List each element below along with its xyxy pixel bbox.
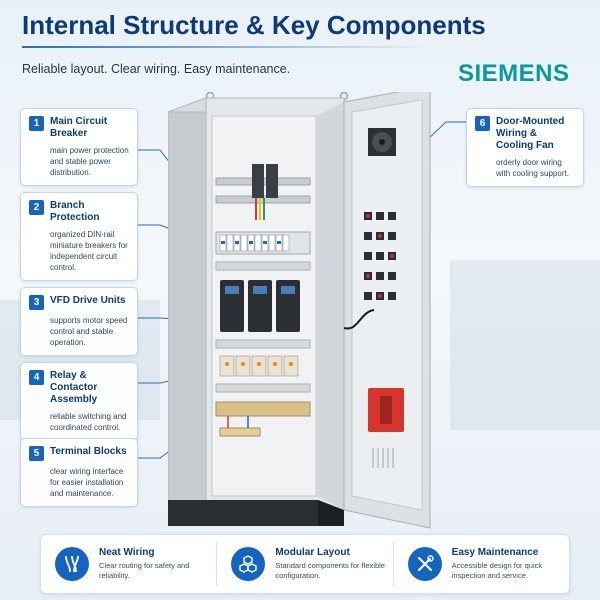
callout-door-wiring-fan: 6 Door-Mounted Wiring & Cooling Fan order… — [466, 108, 584, 187]
callout-title: Relay & Contactor Assembly — [50, 370, 98, 405]
callout-vfd-drive-units: 3 VFD Drive Units supports motor speed co… — [20, 287, 138, 356]
callout-number: 3 — [29, 295, 44, 310]
callout-description: orderly door wiring with cooling support… — [496, 158, 569, 178]
callout-description: supports motor speed control and stable … — [50, 316, 128, 347]
callout-description: organized DIN-rail miniature breakers fo… — [50, 230, 128, 272]
callout-number: 4 — [29, 370, 44, 385]
cabinet-illustration — [167, 85, 440, 532]
feature-easy-maintenance: Easy Maintenance Accessible design for q… — [392, 542, 569, 586]
cabinet-svg — [167, 85, 431, 529]
feature-modular-layout: Modular Layout Standard components for f… — [216, 542, 392, 586]
feature-description: Standard components for flexible configu… — [275, 561, 385, 580]
callout-number: 5 — [29, 446, 44, 461]
callout-terminal-blocks: 5 Terminal Blocks clear wiring interface … — [20, 438, 138, 507]
feature-title: Easy Maintenance — [451, 547, 539, 558]
callout-title: Terminal Blocks — [50, 446, 127, 457]
page-title: Internal Structure & Key Components — [22, 10, 486, 40]
page-subtitle: Reliable layout. Clear wiring. Easy main… — [22, 62, 291, 76]
callout-description: main power protection and stable power d… — [50, 146, 129, 177]
callout-main-circuit-breaker: 1 Main Circuit Breaker main power protect… — [20, 108, 138, 186]
callout-description: reliable switching and coordinated contr… — [50, 412, 127, 432]
callout-relay-contactor: 4 Relay & Contactor Assembly reliable swi… — [20, 362, 138, 441]
callout-description: clear wiring interface for easier instal… — [50, 467, 124, 498]
feature-description: Accessible design for quick inspection a… — [451, 561, 543, 580]
callout-number: 2 — [29, 200, 44, 215]
feature-description: Clear routing for safety and reliability… — [99, 561, 190, 580]
feature-bar: Neat Wiring Clear routing for safety and… — [40, 534, 570, 594]
feature-title: Neat Wiring — [99, 547, 155, 558]
callout-number: 6 — [475, 116, 490, 131]
callout-title: VFD Drive Units — [50, 295, 126, 306]
feature-title: Modular Layout — [275, 547, 350, 558]
callout-title: Branch Protection — [50, 200, 100, 223]
tools-icon — [407, 547, 442, 581]
callout-title: Door-Mounted Wiring & Cooling Fan — [496, 116, 565, 151]
brand-logo: SIEMENS — [458, 60, 570, 87]
title-underline — [22, 46, 432, 48]
background-building — [450, 260, 600, 430]
wiring-icon — [55, 547, 89, 581]
callout-branch-protection: 2 Branch Protection organized DIN-rail mi… — [20, 192, 138, 281]
callout-number: 1 — [29, 116, 44, 131]
feature-neat-wiring: Neat Wiring Clear routing for safety and… — [41, 542, 216, 586]
modular-cubes-icon — [231, 547, 266, 581]
callout-title: Main Circuit Breaker — [50, 116, 108, 139]
